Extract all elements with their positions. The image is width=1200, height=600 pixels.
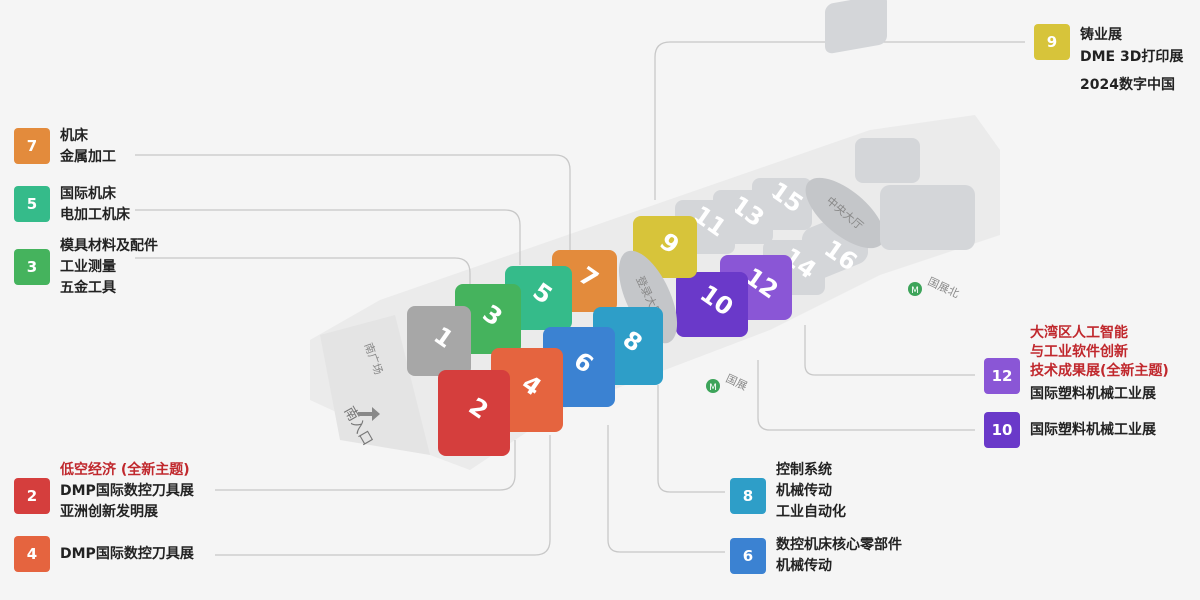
badge-hall-12: 12 [984,358,1020,394]
legend-hall-9: 9 铸业展 DME 3D打印展 2024数字中国 [1034,24,1183,96]
legend-line: DMP国际数控刀具展 [60,546,194,562]
legend-line: DME 3D打印展 [1080,49,1184,65]
legend-hall-5: 5 国际机床 电加工机床 [14,186,130,226]
legend-highlight-line: 技术成果展(全新主题) [1030,363,1169,379]
legend-hall-3: 3 模具材料及配件 工业测量 五金工具 [14,238,158,299]
svg-text:M: M [911,286,919,296]
hall-5[interactable]: 5 [505,266,572,330]
hall-10[interactable]: 10 [676,272,748,337]
badge-hall-10: 10 [984,412,1020,448]
legend-line: 工业测量 [60,259,116,275]
legend-line: 控制系统 [776,462,832,478]
legend-hall-4: 4 DMP国际数控刀具展 [14,536,194,572]
connector-lines [135,41,1025,556]
legend-hall-2: 2 低空经济 (全新主题) DMP国际数控刀具展 亚洲创新发明展 [14,462,194,523]
legend-hall-10: 10 国际塑料机械工业展 [984,412,1156,448]
legend-line: 五金工具 [60,280,116,296]
badge-hall-9: 9 [1034,24,1070,60]
legend-line: 国际塑料机械工业展 [1030,386,1156,402]
legend-highlight-line: 与工业软件创新 [1030,344,1128,360]
badge-hall-4: 4 [14,536,50,572]
svg-text:M: M [709,383,717,393]
legend-line: 模具材料及配件 [60,238,158,254]
annex-block-3 [880,185,975,250]
arrow-right-icon [358,407,380,421]
badge-hall-2: 2 [14,478,50,514]
hall-3[interactable]: 3 [455,284,521,354]
legend-line: 铸业展 [1080,27,1122,43]
legend-line: 数控机床核心零部件 [776,537,902,553]
legend-line: 机床 [60,128,88,144]
legend-line: 机械传动 [776,558,832,574]
legend-line: DMP国际数控刀具展 [60,483,194,499]
badge-hall-8: 8 [730,478,766,514]
central-hall-oval [805,177,885,249]
metro-station-icon: M [706,379,720,393]
legend-line: 工业自动化 [776,504,846,520]
legend-hall-7: 7 机床 金属加工 [14,128,116,168]
badge-hall-5: 5 [14,186,50,222]
badge-hall-7: 7 [14,128,50,164]
legend-line: 亚洲创新发明展 [60,504,158,520]
annex-block-2 [855,138,920,183]
badge-hall-3: 3 [14,249,50,285]
metro-station-icon: M [908,282,922,296]
badge-hall-6: 6 [730,538,766,574]
legend-line: 金属加工 [60,149,116,165]
legend-line: 国际塑料机械工业展 [1030,422,1156,438]
legend-highlight-line: 低空经济 (全新主题) [60,462,190,478]
legend-hall-6: 6 数控机床核心零部件 机械传动 [730,537,902,577]
hall-1[interactable]: 1 [407,306,471,376]
legend-line: 电加工机床 [60,207,130,223]
annex-block-1 [825,0,887,54]
south-square-ground [320,315,430,455]
legend-line: 机械传动 [776,483,832,499]
legend-line: 2024数字中国 [1080,77,1175,93]
hall-2[interactable]: 2 [438,370,510,456]
legend-highlight-line: 大湾区人工智能 [1030,325,1128,341]
legend-hall-12: 12 大湾区人工智能 与工业软件创新 技术成果展(全新主题) 国际塑料机械工业展 [984,325,1169,404]
legend-line: 国际机床 [60,186,116,202]
metro-1-label: 国展 [724,372,749,393]
legend-hall-8: 8 控制系统 机械传动 工业自动化 [730,462,846,523]
metro-2-label: 国展北 [926,275,961,301]
